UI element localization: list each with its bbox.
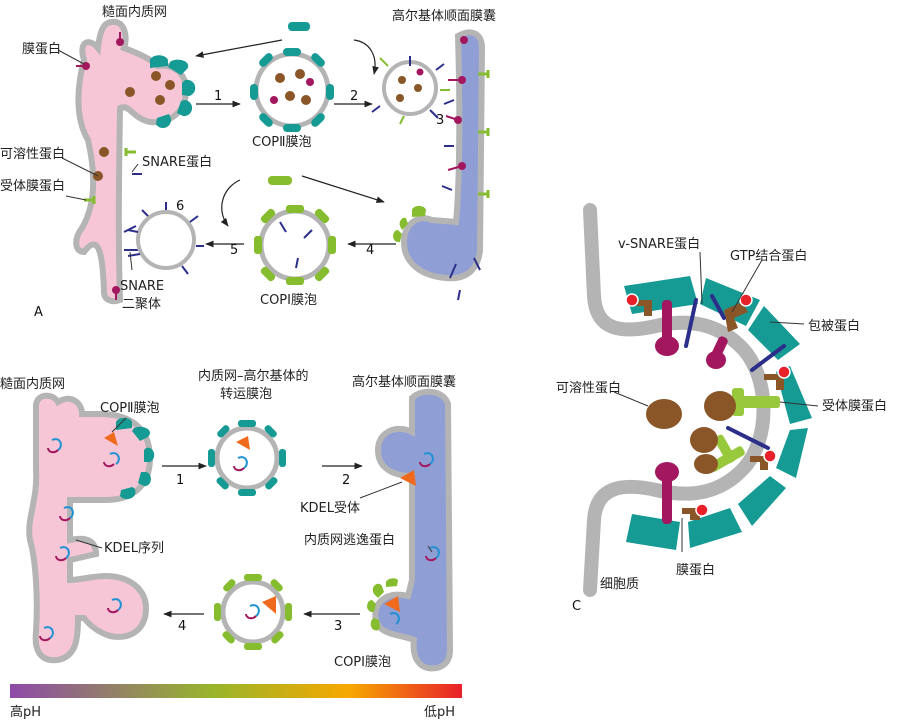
- golgi-cis-b: [372, 388, 454, 672]
- step-a-1: 1: [214, 89, 222, 104]
- label-b-copi: COPⅠ膜泡: [334, 655, 391, 670]
- copii-vesicle-a: [250, 48, 334, 132]
- label-ph-high: 高pH: [10, 704, 41, 720]
- label-a-soluble-protein: 可溶性蛋白: [0, 146, 65, 162]
- free-copii-subunit-a: [288, 22, 310, 31]
- kdel-receptor-er: [104, 432, 118, 446]
- copi-vesicle-a: [254, 205, 336, 285]
- receptor-proteins-c: [709, 388, 780, 472]
- label-a-receptor-protein: 受体膜蛋白: [0, 178, 65, 194]
- label-a-snare-dimer-2: 二聚体: [122, 297, 161, 312]
- label-a-rer: 糙面内质网: [102, 4, 167, 20]
- arrow-a-uncoat-copi: [220, 179, 241, 227]
- panel-b: 糙面内质网 COPⅡ膜泡 内质网–高尔基体的 转运膜泡 高尔基体顺面膜囊 KDE…: [0, 368, 462, 720]
- golgi-cis-a: [400, 29, 486, 282]
- arrow-a-uncoat: [353, 39, 379, 75]
- label-ph-low: 低pH: [424, 705, 455, 720]
- step-b-3: 3: [334, 619, 342, 634]
- label-c-letter: C: [572, 599, 581, 614]
- ph-gradient-bar: [10, 684, 462, 698]
- kdel-receptor-golgi: [400, 470, 416, 486]
- arrow-a-copi-recycle: [301, 175, 385, 203]
- kdel-proteins-golgi: [419, 452, 440, 562]
- free-copi-subunit-a: [268, 176, 292, 185]
- arrow-a-recycle-coat: [195, 39, 283, 58]
- uncoated-vesicle-a: [371, 56, 450, 125]
- v-snare-c: [684, 294, 786, 450]
- label-c-receptor: 受体膜蛋白: [822, 398, 887, 414]
- panel-a: 糙面内质网 膜蛋白 高尔基体顺面膜囊 可溶性蛋白 受体膜蛋白 SNARE蛋白 C…: [0, 4, 496, 320]
- label-c-v-snare: v-SNARE蛋白: [618, 236, 700, 252]
- label-b-copii: COPⅡ膜泡: [100, 401, 160, 416]
- label-a-golgi: 高尔基体顺面膜囊: [392, 8, 496, 24]
- label-b-rer: 糙面内质网: [0, 376, 65, 392]
- label-c-soluble: 可溶性蛋白: [556, 380, 621, 396]
- label-b-golgi: 高尔基体顺面膜囊: [352, 374, 456, 390]
- copi-vesicle-b: [214, 574, 292, 650]
- panel-c: v-SNARE蛋白 GTP结合蛋白 包被蛋白 可溶性蛋白 受体膜蛋白 膜蛋白 细…: [556, 203, 887, 614]
- step-a-3: 3: [436, 113, 444, 128]
- membrane-c: [583, 203, 771, 597]
- copi-coat-bud-a: [393, 205, 426, 242]
- label-c-membrane-protein: 膜蛋白: [676, 562, 715, 578]
- step-a-2: 2: [350, 89, 358, 104]
- copii-coat-bud-a: [149, 55, 196, 129]
- label-a-copii: COPⅡ膜泡: [252, 135, 312, 150]
- step-a-6: 6: [176, 199, 184, 214]
- step-b-2: 2: [342, 473, 350, 488]
- step-a-5: 5: [230, 243, 238, 258]
- golgi-proteins-a: [441, 36, 490, 301]
- label-a-snare-dimer-1: SNARE: [120, 279, 164, 294]
- label-c-gtp: GTP结合蛋白: [730, 248, 807, 264]
- step-b-4: 4: [178, 619, 186, 634]
- label-b-kdel-seq: KDEL序列: [104, 541, 164, 556]
- label-b-escape-protein: 内质网逃逸蛋白: [304, 532, 395, 548]
- er-cargo-a: [76, 32, 175, 300]
- kdel-proteins-er: [39, 438, 122, 642]
- step-a-4: 4: [366, 243, 374, 258]
- membrane-proteins-c: [655, 300, 728, 524]
- step-b-1: 1: [176, 473, 184, 488]
- copii-vesicle-b: [208, 420, 286, 496]
- rough-er-b: [26, 392, 154, 664]
- copi-coat-bud-b: [367, 578, 398, 631]
- docking-vesicle-a: [127, 202, 204, 275]
- label-a-letter: A: [34, 305, 43, 320]
- label-c-cytoplasm: 细胞质: [600, 577, 639, 592]
- label-c-coat: 包被蛋白: [808, 318, 860, 334]
- label-b-transport-1: 内质网–高尔基体的: [198, 368, 309, 384]
- label-b-kdel-receptor: KDEL受体: [300, 501, 360, 516]
- label-a-copi: COPⅠ膜泡: [260, 293, 317, 308]
- label-a-membrane-protein: 膜蛋白: [22, 41, 61, 57]
- label-a-snare: SNARE蛋白: [142, 154, 212, 170]
- cargo-c: [646, 391, 736, 474]
- label-b-transport-2: 转运膜泡: [220, 387, 272, 402]
- copii-coat-bud-b: [115, 417, 155, 500]
- gtp-binding-proteins-c: [625, 293, 791, 520]
